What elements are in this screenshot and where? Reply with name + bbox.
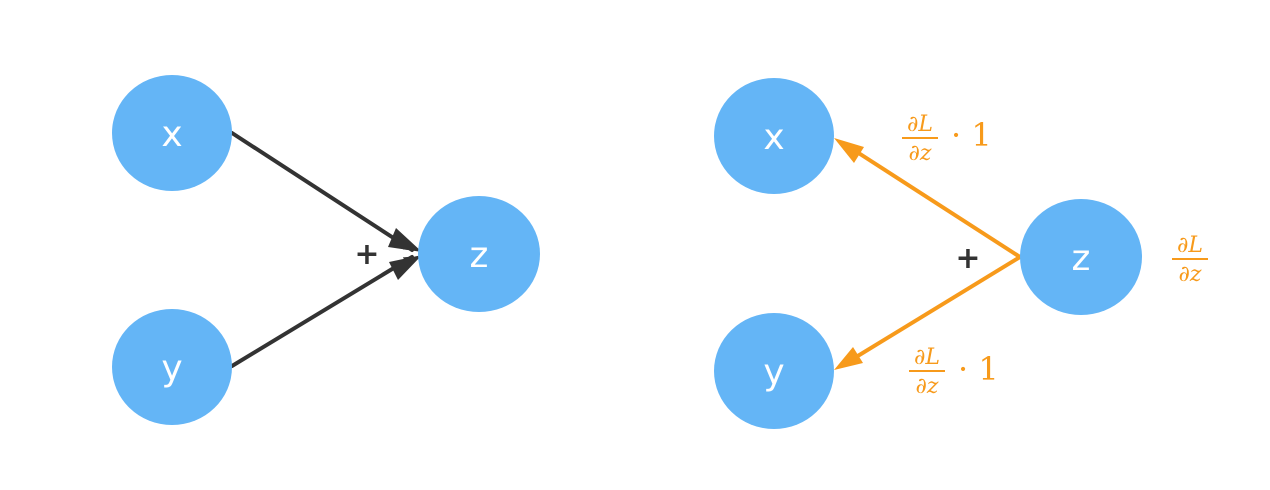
grad-y-denominator: ∂z [916, 374, 939, 399]
grad-edge-z-to-y [841, 255, 1022, 367]
plus-operator-back: + [955, 241, 980, 276]
grad-x-denominator: ∂z [909, 141, 932, 166]
node-y-back-label: y [763, 352, 784, 393]
node-y-label: y [161, 348, 182, 389]
grad-y-factor: · 1 [958, 350, 999, 388]
arrowhead-z-to-y [834, 347, 863, 370]
node-z-back [1020, 199, 1142, 315]
node-x-back-label: x [763, 117, 784, 158]
grad-z-denominator: ∂z [1179, 262, 1202, 287]
node-y [112, 309, 232, 425]
node-z-label: z [470, 235, 489, 276]
forward-graph: x y z + [112, 75, 540, 425]
node-x-label: x [161, 114, 182, 155]
grad-label-x: ∂L ∂z · 1 [902, 112, 992, 166]
grad-label-z: ∂L ∂z [1172, 233, 1208, 287]
edge-y-to-z [230, 255, 414, 368]
grad-z-numerator: ∂L [1177, 233, 1203, 258]
arrowhead-y-to-z [389, 255, 422, 280]
node-y-back [714, 313, 834, 429]
node-z [418, 196, 540, 312]
edge-x-to-z [230, 131, 414, 252]
grad-x-numerator: ∂L [907, 112, 933, 137]
grad-x-factor: · 1 [951, 116, 992, 154]
grad-label-y: ∂L ∂z · 1 [909, 345, 999, 399]
grad-y-numerator: ∂L [914, 345, 940, 370]
node-x-back [714, 78, 834, 194]
plus-operator: + [354, 237, 379, 272]
backward-graph: x y z + ∂L ∂z · 1 ∂L ∂z · 1 ∂L ∂z [714, 78, 1208, 429]
arrowhead-x-to-z [388, 228, 422, 252]
arrowhead-z-to-x [834, 138, 864, 163]
grad-edge-z-to-x [841, 141, 1022, 259]
node-x [112, 75, 232, 191]
node-z-back-label: z [1072, 238, 1091, 279]
